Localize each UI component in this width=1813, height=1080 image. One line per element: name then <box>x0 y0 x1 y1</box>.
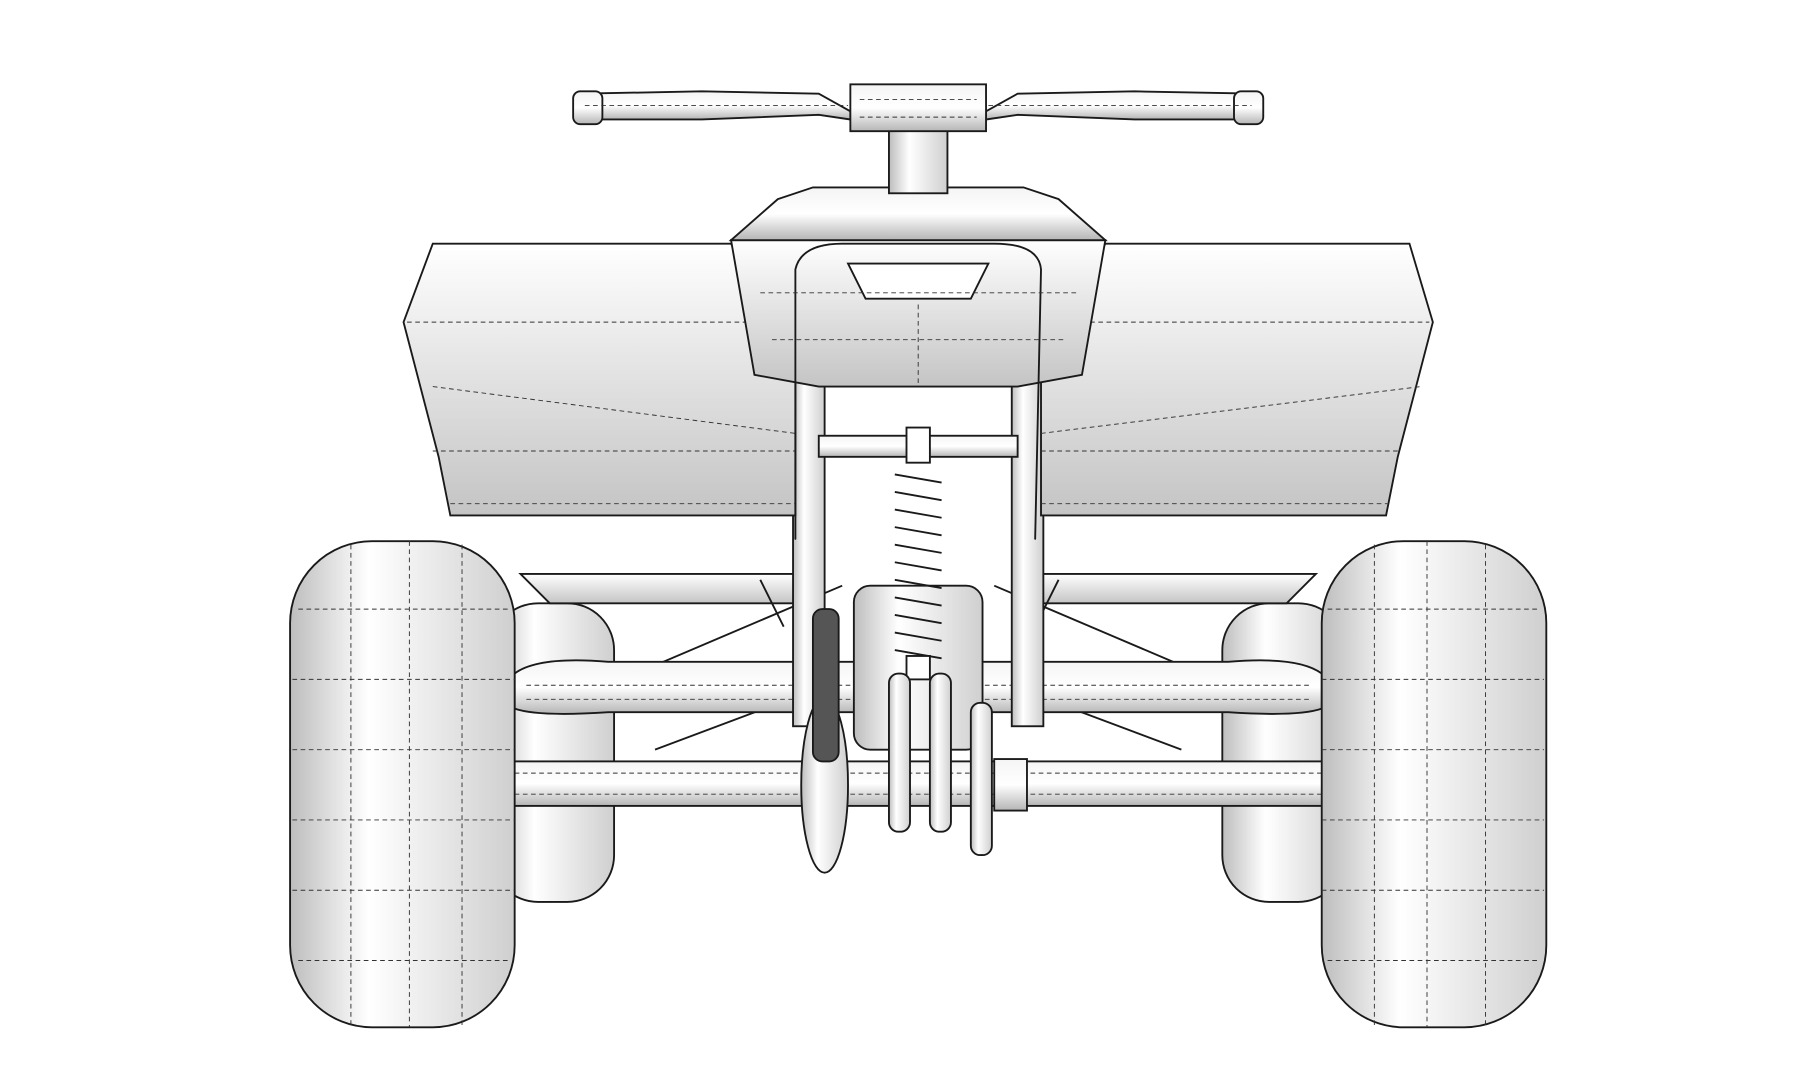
right-fender <box>1040 242 1434 517</box>
right-wheel <box>1320 540 1548 1029</box>
right-lower-fender <box>1040 573 1319 605</box>
brake-disc-left <box>888 672 911 833</box>
left-lower-fender <box>518 573 797 605</box>
chain <box>811 608 840 763</box>
handlebar <box>572 83 1265 195</box>
brake-disc-right <box>928 672 952 833</box>
right-grip <box>1233 90 1265 126</box>
hood <box>728 186 1108 242</box>
left-wheel <box>289 540 516 1029</box>
brake-caliper <box>969 701 993 857</box>
grab-bar <box>794 242 1042 540</box>
tail-light <box>846 262 990 300</box>
steering-stem <box>888 127 949 195</box>
left-fender <box>402 242 797 517</box>
handlebar-clamp <box>849 83 987 133</box>
left-grip <box>572 90 604 126</box>
right-frame-rail <box>1010 373 1045 728</box>
rear-axle <box>466 760 1370 807</box>
rear-shock <box>894 426 942 681</box>
rear-wheels <box>289 540 1548 1029</box>
